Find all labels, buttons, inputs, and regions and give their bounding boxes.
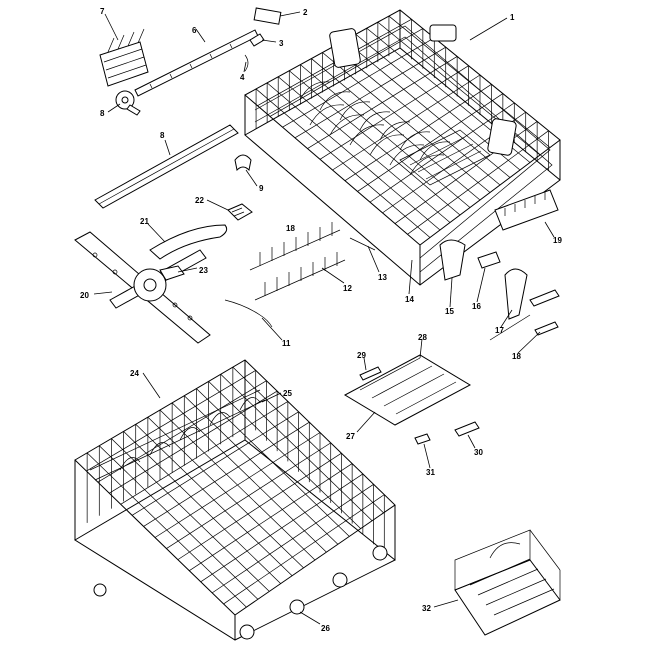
part-32-silverware-basket <box>454 529 561 636</box>
callout-21: 21 <box>140 217 149 226</box>
rack-wire <box>120 401 289 505</box>
callout-18-tine: 18 <box>286 224 295 233</box>
part-30-hinge <box>454 421 480 437</box>
part-4-wire <box>244 54 249 72</box>
part-28-shelf <box>343 354 472 426</box>
part-16-clip <box>477 251 501 269</box>
spray-arm-assembly <box>74 224 228 344</box>
part-11-wire <box>224 299 273 328</box>
part-9-clip <box>234 154 252 172</box>
part-8-wheel-clip <box>115 90 141 116</box>
callout-8-mid: 8 <box>160 131 165 140</box>
callout-15: 15 <box>445 307 454 316</box>
rack-wire <box>294 46 446 139</box>
rack-wire <box>211 483 374 594</box>
part-15-cup-shelf <box>439 239 466 281</box>
part-7-small-basket <box>99 28 149 87</box>
rack-wire <box>282 37 435 128</box>
rack-wire <box>154 432 321 538</box>
callout-6: 6 <box>192 26 197 35</box>
part-23-nut <box>159 265 185 281</box>
callout-4: 4 <box>240 73 245 82</box>
rack-wire <box>86 370 256 472</box>
rack-wire <box>189 463 353 572</box>
part-19-tine-comb <box>494 189 559 231</box>
upper-rack <box>244 9 561 286</box>
callout-12: 12 <box>343 284 352 293</box>
part-22-bearing <box>227 203 253 221</box>
callout-8-top: 8 <box>100 109 105 118</box>
part-13-pin <box>349 237 376 251</box>
rack-wire <box>319 65 469 160</box>
callout-16: 16 <box>472 302 481 311</box>
callout-26: 26 <box>321 624 330 633</box>
rack-wire <box>332 74 481 171</box>
rack-wire <box>143 421 310 527</box>
rack-wire <box>200 473 364 583</box>
callout-labels: 7 6 2 3 4 1 8 8 9 22 21 23 20 18 12 13 1… <box>80 7 562 633</box>
callout-14: 14 <box>405 295 414 304</box>
callout-19: 19 <box>553 236 562 245</box>
rack-wire <box>109 390 278 494</box>
part-18-clips <box>529 289 560 336</box>
callout-29: 29 <box>357 351 366 360</box>
callout-28: 28 <box>418 333 427 342</box>
rack-wire <box>269 28 424 117</box>
part-8-long-rail <box>94 124 239 209</box>
callout-18: 18 <box>512 352 521 361</box>
part-29-clip <box>359 366 382 381</box>
rack-wire <box>223 494 385 605</box>
callout-27: 27 <box>346 432 355 441</box>
callout-13: 13 <box>378 273 387 282</box>
callout-17: 17 <box>495 326 504 335</box>
rack-wire <box>407 130 549 235</box>
callout-30: 30 <box>474 448 483 457</box>
leader-lines <box>93 11 555 625</box>
callout-1: 1 <box>510 13 515 22</box>
callout-3: 3 <box>279 39 284 48</box>
callout-24: 24 <box>130 369 139 378</box>
callout-22: 22 <box>195 196 204 205</box>
callout-2: 2 <box>303 8 308 17</box>
part-2-clip <box>253 7 282 25</box>
callout-23: 23 <box>199 266 208 275</box>
rack-wire <box>131 411 299 516</box>
rack-wire <box>307 56 458 149</box>
callout-32: 32 <box>422 604 431 613</box>
callout-7: 7 <box>100 7 105 16</box>
callout-31: 31 <box>426 468 435 477</box>
rack-wire <box>166 442 331 549</box>
callout-20: 20 <box>80 291 89 300</box>
part-17-shelf <box>504 268 528 320</box>
callout-9: 9 <box>259 184 264 193</box>
callout-25: 25 <box>283 389 292 398</box>
lower-rack <box>74 359 396 641</box>
part-12-tine-row <box>249 222 346 301</box>
part-21-tube <box>149 224 228 260</box>
rack-wire <box>177 452 342 560</box>
callout-11: 11 <box>282 339 291 348</box>
part-31-pin <box>414 433 431 445</box>
rack-wire <box>369 102 515 203</box>
rack-wire <box>357 93 504 192</box>
rack-wire <box>344 83 492 182</box>
part-6-rail <box>134 29 259 97</box>
